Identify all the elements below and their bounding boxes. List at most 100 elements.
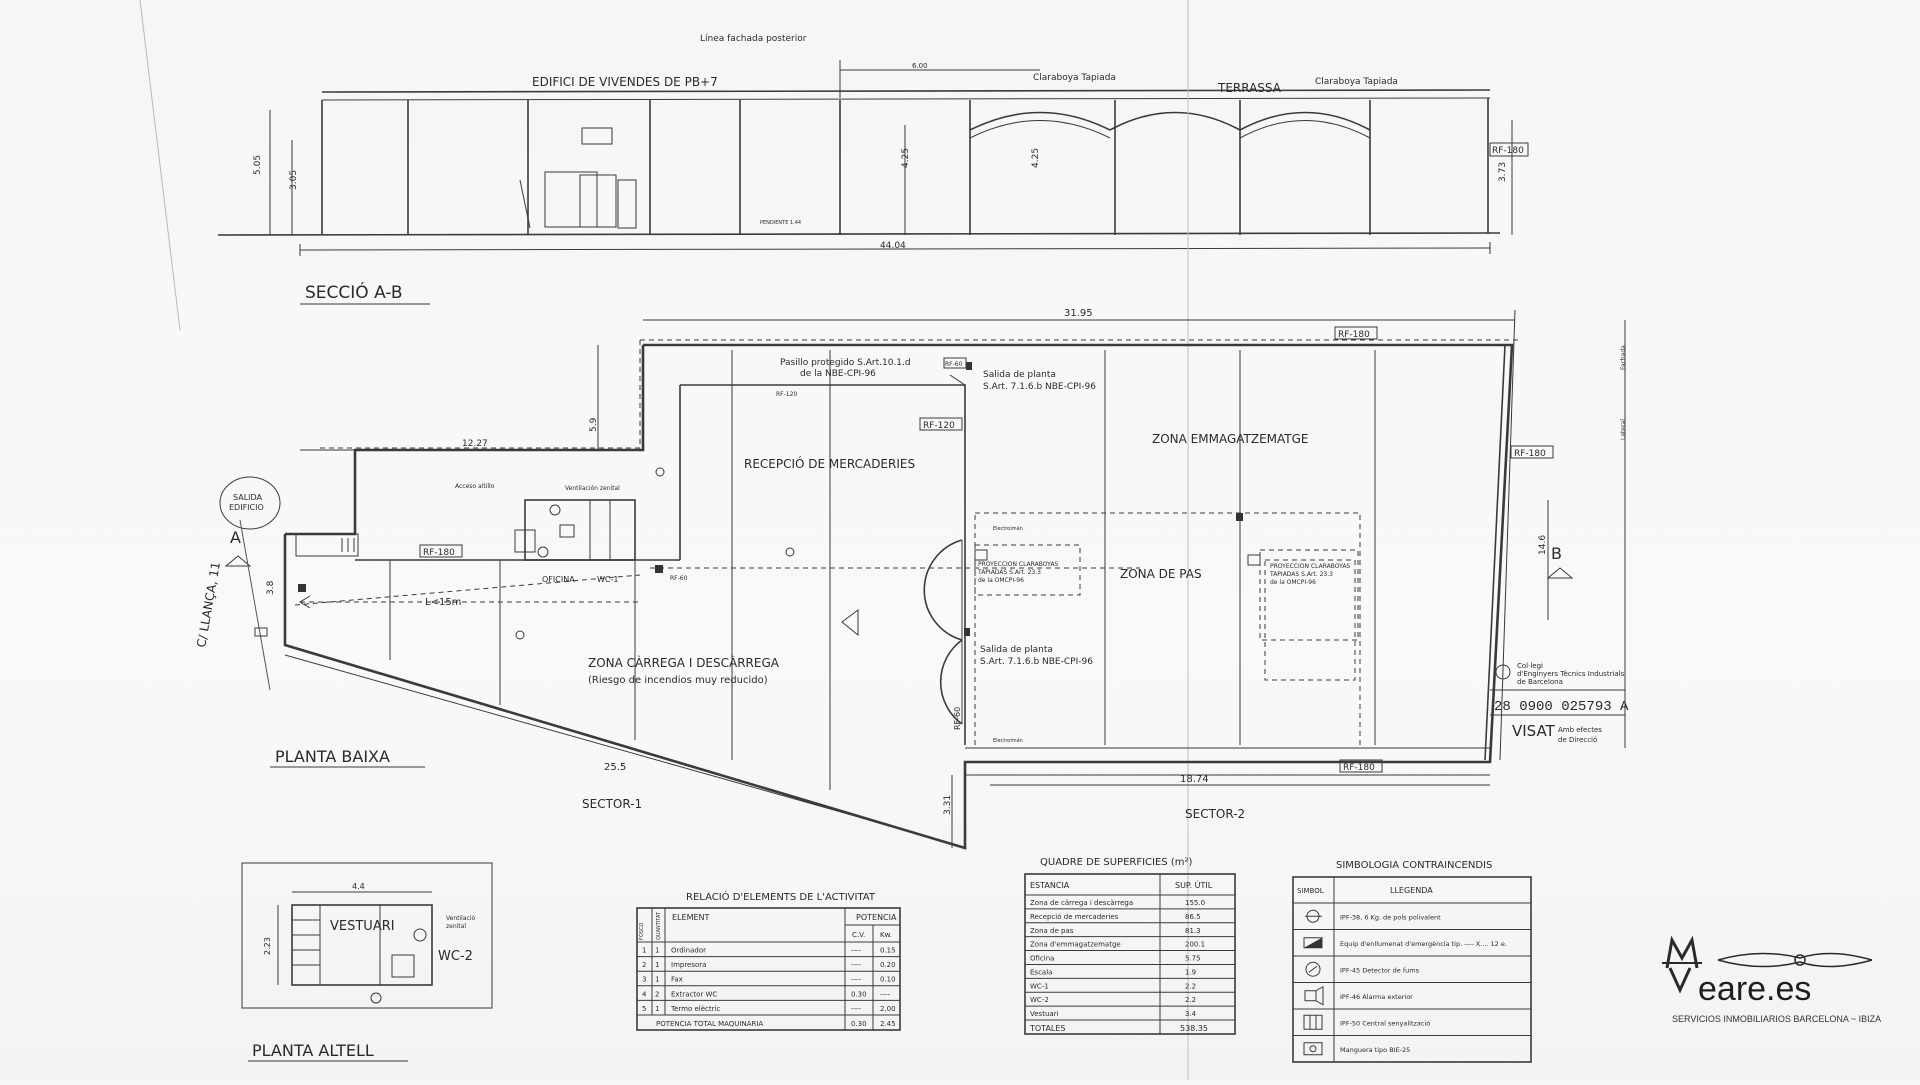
legend-row-text: IPF-46 Alarma exterior <box>1340 993 1413 1001</box>
stamp-line2: d'Enginyers Tècnics Industrials <box>1517 670 1625 678</box>
table-cell-element: Fax <box>671 976 683 984</box>
table-cell-kw: ---- <box>880 990 891 998</box>
section-dim-total: 44.04 <box>880 241 906 251</box>
table-cell-room: Zona de pas <box>1030 927 1074 935</box>
altell-vent-2: zenital <box>446 923 466 930</box>
plan-wc1: WC-1 <box>597 575 618 584</box>
control-panel-icon <box>1303 1014 1323 1030</box>
rf120-b: RF-120 <box>776 391 797 398</box>
table-cell-q: 1 <box>655 976 659 984</box>
zone-loading-note: (Riesgo de incendios muy reducido) <box>588 675 768 686</box>
plan-corridor-2: de la NBE-CPI-96 <box>800 369 876 379</box>
plan-access: Acceso altillo <box>455 483 495 490</box>
plan-office: OFICINA <box>542 575 575 584</box>
elements-table-title: RELACIÓ D'ELEMENTS DE L'ACTIVITAT <box>686 890 876 903</box>
elements-total-label: POTENCIA TOTAL MAQUINARIA <box>656 1020 763 1028</box>
section-skylight-2: Claraboya Tapiada <box>1315 77 1398 87</box>
table-cell-cv: ---- <box>851 976 862 984</box>
table-cell-n: 4 <box>642 990 647 998</box>
sector-2: SECTOR-2 <box>1185 807 1245 821</box>
stamp-visat-note-2: de Direcció <box>1558 736 1597 744</box>
table-cell-q: 1 <box>655 947 659 955</box>
stamp-line1: Col·legi <box>1517 662 1543 670</box>
zone-reception: RECEPCIÓ DE MERCADERIES <box>744 456 915 471</box>
dim-146: 14.6 <box>1538 535 1548 555</box>
extinguisher-icon <box>1305 909 1322 923</box>
plan-exit-label-1: SALIDA <box>233 493 263 502</box>
altell-wc2: WC-2 <box>438 949 473 964</box>
dim-12: 12.27 <box>462 439 488 449</box>
section-dim-left: 5.05 <box>253 155 263 175</box>
rf180-top: RF-180 <box>1338 330 1370 340</box>
table-cell-room: Zona d'emmagatzematge <box>1030 941 1121 949</box>
table-cell-element: Impresora <box>671 961 706 969</box>
surfaces-total-area: 538.35 <box>1180 1024 1208 1033</box>
plan-title: PLANTA BAIXA <box>275 747 390 766</box>
surfaces-col-room: ESTANCIA <box>1030 881 1070 890</box>
altell-dim-h: 2.23 <box>263 937 272 955</box>
elements-table <box>636 907 901 1031</box>
stamp-visat-note-1: Amb efectes <box>1558 726 1602 734</box>
smoke-detector-icon <box>1305 961 1321 977</box>
altell-dim-w: 4.4 <box>352 882 365 891</box>
elements-col-cv: C.V. <box>852 931 865 939</box>
table-cell-room: Vestuari <box>1030 1010 1059 1018</box>
rf60-c: RF-60 <box>670 575 688 582</box>
mezzanine-plan <box>241 862 493 1009</box>
fire-legend-table <box>1292 876 1532 1063</box>
legend-col-symbol: SIMBOL <box>1297 887 1324 895</box>
stamp-number: 28 0900 025793 A <box>1494 699 1629 715</box>
section-terrace: TERRASSA <box>1217 81 1282 95</box>
plan-proj-2c: de la OMCPI-96 <box>1270 579 1316 586</box>
table-cell-kw: 0.10 <box>880 976 896 984</box>
table-cell-cv: ---- <box>851 947 862 955</box>
plan-street: C/ LLANÇA, 11 <box>194 561 223 649</box>
section-dim-mid: 4.25 <box>901 148 911 168</box>
plan-exit-floor-1a: Salida de planta <box>983 370 1056 380</box>
table-cell-cv: ---- <box>851 961 862 969</box>
table-cell-kw: 0.15 <box>880 947 896 955</box>
elements-col-power: POTENCIA <box>856 913 897 922</box>
elements-col-qty: QUANTITAT <box>656 911 662 940</box>
dim-331: 3.31 <box>943 795 953 815</box>
side-note-2: Lateral <box>1620 419 1627 440</box>
plan-marker-b: B <box>1551 544 1562 563</box>
plan-proj-1a: PROYECCION CLARABOYAS <box>978 561 1058 568</box>
table-cell-room: WC-2 <box>1030 996 1049 1004</box>
weare-logo <box>1662 935 1873 994</box>
section-rf-label: RF-180 <box>1492 146 1524 156</box>
ground-floor-plan <box>219 309 1626 850</box>
table-cell-area: 200.1 <box>1185 941 1205 949</box>
plan-exit-floor-1b: S.Art. 7.1.6.b NBE-CPI-96 <box>983 382 1096 392</box>
table-cell-area: 155.0 <box>1185 899 1205 907</box>
altell-vent-1: Ventilació <box>446 915 475 922</box>
table-cell-q: 1 <box>655 1005 659 1013</box>
plan-zenithal: Ventilación zenital <box>565 485 620 492</box>
plan-distance: L<15m <box>425 597 461 608</box>
section-elevation <box>139 0 1513 1080</box>
emergency-light-icon <box>1303 937 1323 949</box>
legend-row-text: Equip d'enllumenat d'emergència tip. ---… <box>1340 940 1507 948</box>
table-cell-room: Oficina <box>1030 955 1054 963</box>
zone-storage: ZONA EMMAGATZEMATGE <box>1152 432 1309 446</box>
plan-exit-floor-2a: Salida de planta <box>980 645 1053 655</box>
elements-col-kw: Kw. <box>880 931 892 939</box>
plan-proj-1b: TAPIADAS S.Art. 23.3 <box>977 569 1041 576</box>
stamp-line3: de Barcelona <box>1517 678 1563 686</box>
table-cell-area: 2.2 <box>1185 996 1196 1004</box>
table-cell-cv: 0.30 <box>851 990 867 998</box>
rf180-office: RF-180 <box>423 548 455 558</box>
rf120-a: RF-120 <box>923 421 955 431</box>
plan-proj-2b: TAPIADAS S.Art. 23.3 <box>1269 571 1333 578</box>
table-cell-n: 2 <box>642 961 646 969</box>
surfaces-table <box>1024 873 1236 1035</box>
fire-hose-icon <box>1303 1042 1323 1056</box>
section-dim-right: 3.73 <box>1498 162 1508 182</box>
rf180-bottom: RF-180 <box>1343 763 1375 773</box>
section-building-label: EDIFICI DE VIVENDES DE PB+7 <box>532 75 718 89</box>
table-cell-n: 5 <box>642 1005 646 1013</box>
section-facade-line: Línea fachada posterior <box>700 34 807 44</box>
